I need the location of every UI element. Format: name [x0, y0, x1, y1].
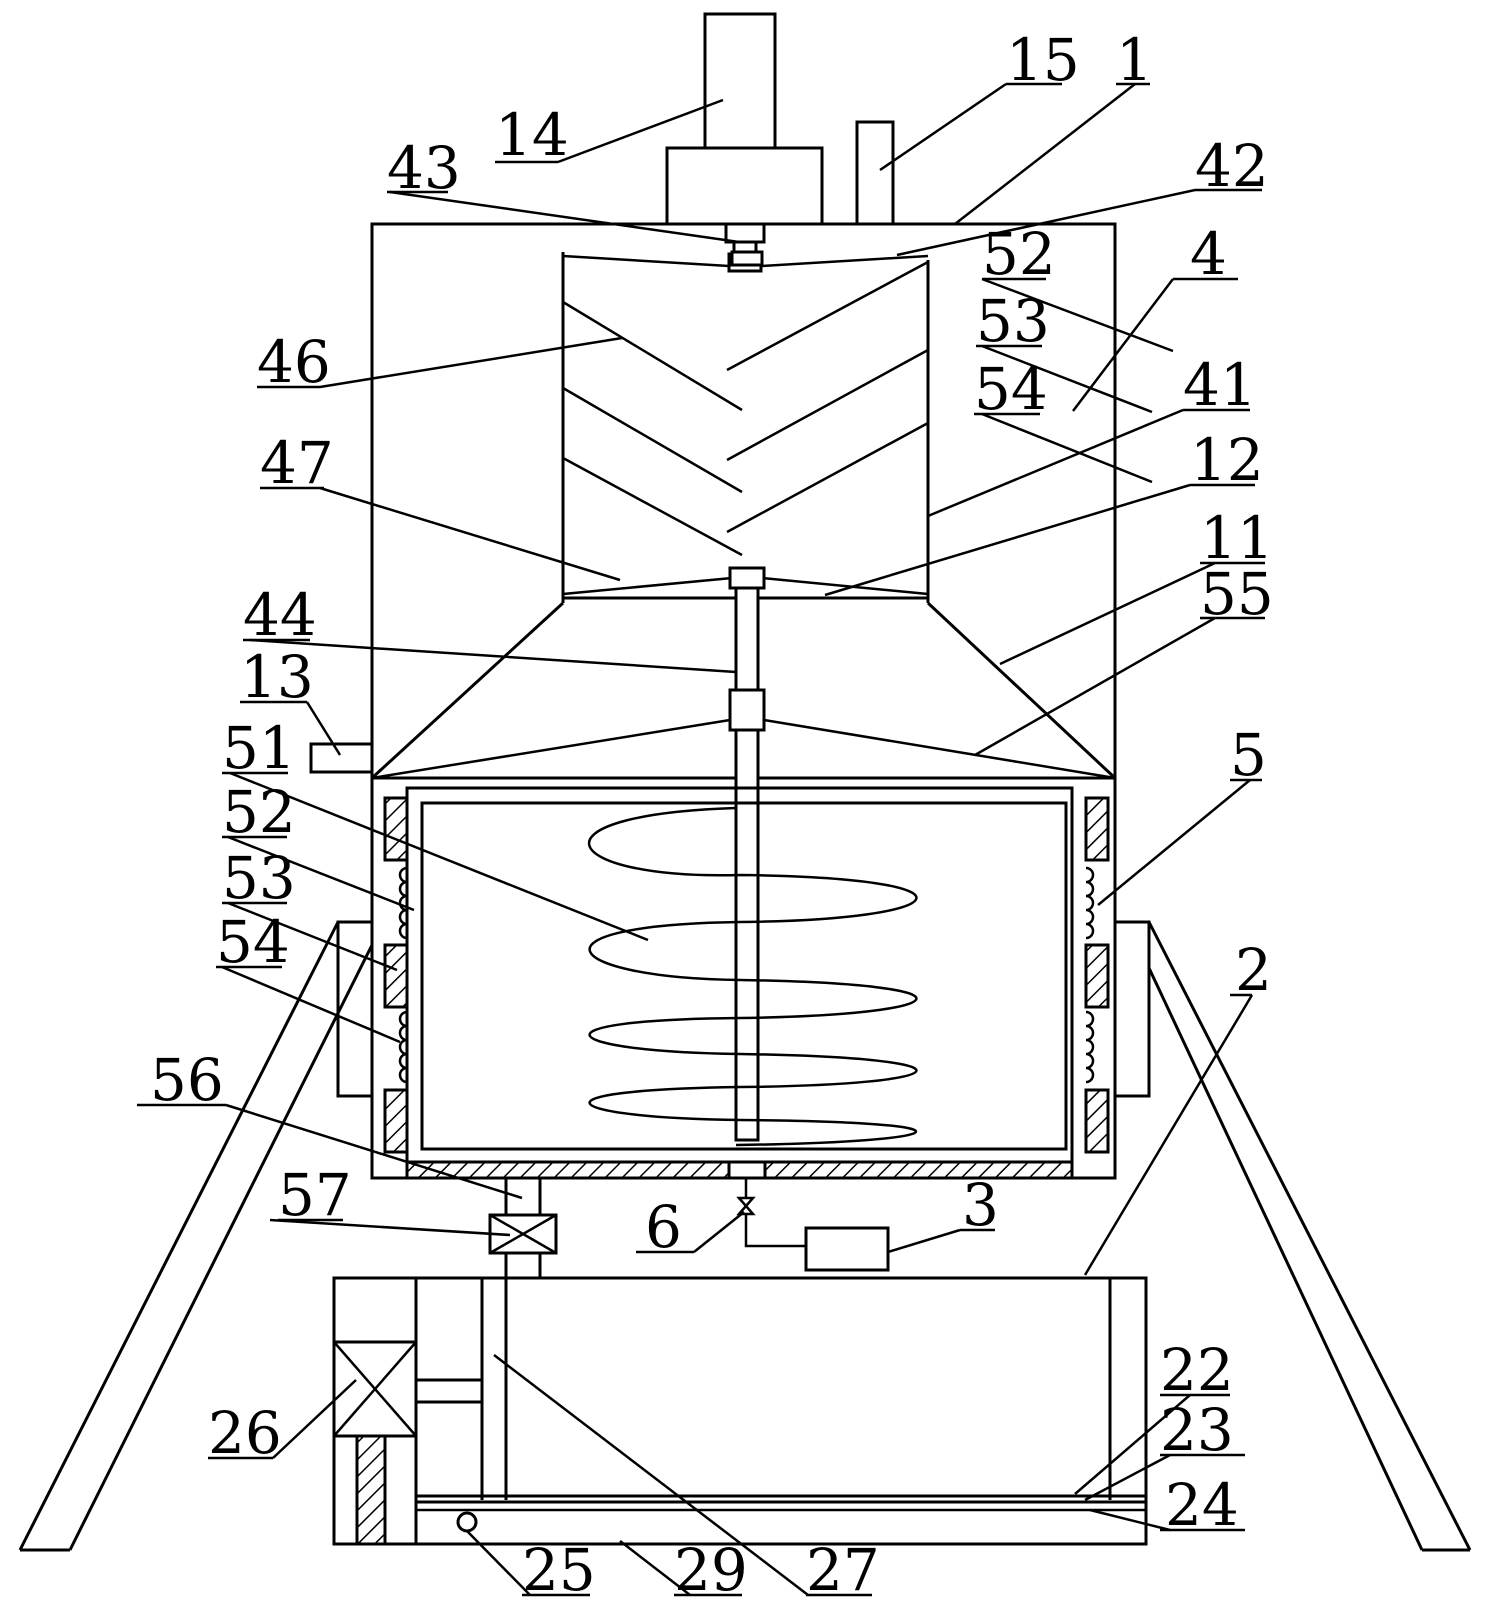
label-54-upper: 54 — [974, 355, 1048, 423]
label-41: 41 — [1183, 351, 1257, 419]
inlet-pipe — [309, 742, 374, 774]
motor — [665, 12, 824, 273]
central-shaft — [371, 250, 1116, 1142]
label-43: 43 — [387, 134, 461, 202]
bottom-tank — [332, 1276, 1148, 1546]
label-5: 5 — [1230, 721, 1267, 789]
label-54-lower: 54 — [216, 908, 290, 976]
label-11: 11 — [1200, 504, 1274, 572]
label-53-lower: 53 — [222, 844, 296, 912]
right-bracket — [1113, 920, 1151, 1098]
label-12: 12 — [1190, 426, 1264, 494]
label-13: 13 — [240, 643, 314, 711]
label-53-upper: 53 — [976, 287, 1050, 355]
leader-lines — [137, 82, 1254, 1596]
label-3: 3 — [962, 1171, 999, 1239]
label-47: 47 — [260, 429, 334, 497]
label-24: 24 — [1165, 1471, 1239, 1539]
outlet-valve — [488, 1178, 558, 1278]
label-6: 6 — [645, 1193, 682, 1261]
label-57: 57 — [278, 1161, 352, 1229]
label-14: 14 — [495, 101, 569, 169]
label-25: 25 — [522, 1536, 596, 1604]
label-22: 22 — [1160, 1336, 1234, 1404]
support-legs — [18, 921, 1472, 1552]
reference-numerals: 14 15 1 43 42 52 4 53 46 54 41 12 47 11 … — [150, 26, 1274, 1604]
label-56: 56 — [150, 1046, 224, 1114]
lower-drum — [383, 786, 1110, 1180]
label-42: 42 — [1195, 132, 1269, 200]
label-15: 15 — [1006, 26, 1080, 94]
label-51: 51 — [222, 714, 296, 782]
label-44: 44 — [243, 581, 317, 649]
label-55: 55 — [1200, 560, 1274, 628]
air-valve — [736, 1178, 890, 1272]
label-52-upper: 52 — [982, 220, 1056, 288]
left-bracket — [336, 920, 374, 1098]
label-2: 2 — [1235, 936, 1272, 1004]
label-underlines — [216, 82, 1265, 1597]
label-27: 27 — [806, 1536, 880, 1604]
label-26: 26 — [208, 1399, 282, 1467]
label-4: 4 — [1190, 220, 1227, 288]
label-23: 23 — [1160, 1396, 1234, 1464]
label-46: 46 — [257, 328, 331, 396]
label-1: 1 — [1116, 26, 1153, 94]
exhaust-pipe — [855, 120, 895, 226]
label-29: 29 — [674, 1536, 748, 1604]
label-52-lower: 52 — [222, 778, 296, 846]
main-housing — [370, 222, 1117, 1180]
